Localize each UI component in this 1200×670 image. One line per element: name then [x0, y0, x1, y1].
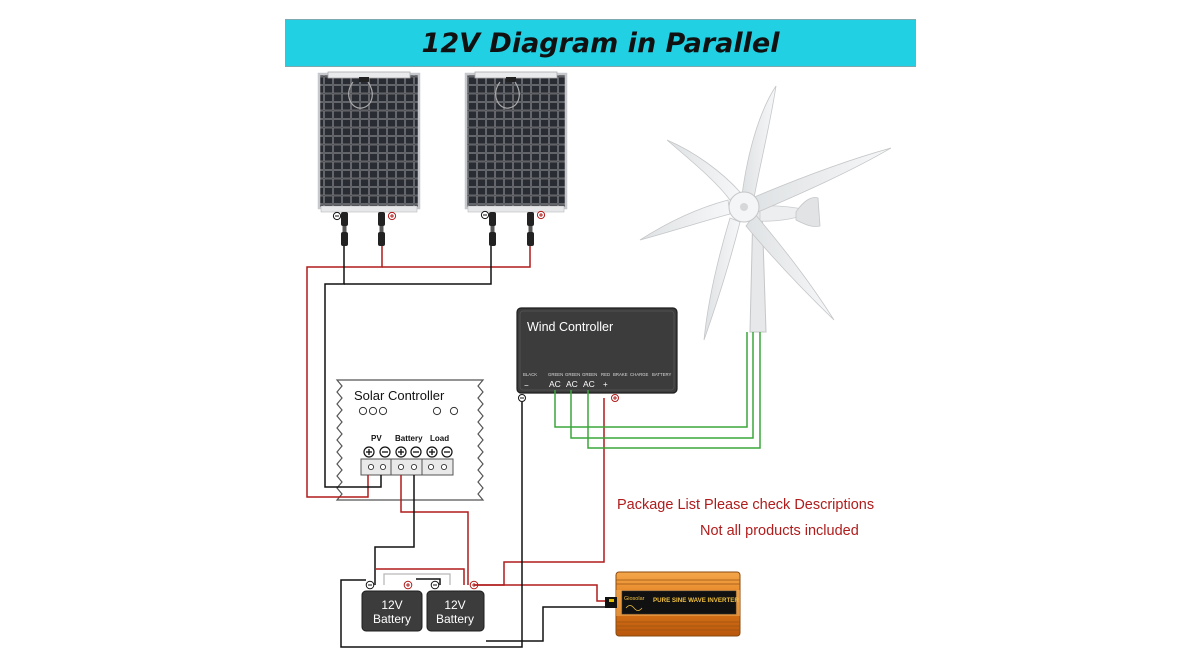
solar-panel-2	[464, 71, 568, 220]
wires-red	[306, 246, 605, 602]
diagram-title: 12V Diagram in Parallel	[421, 27, 780, 59]
terminal-label: BLACK	[523, 372, 537, 377]
terminal-label: RED	[601, 372, 610, 377]
wind-controller-label: Wind Controller	[527, 320, 613, 334]
solar-controller-label: Solar Controller	[354, 388, 445, 403]
load-group-label: Load	[430, 434, 449, 443]
wind-turbine	[639, 85, 892, 341]
pv-group-label: PV	[371, 434, 382, 443]
terminal-label: GREEN	[548, 372, 563, 377]
inverter-brand: Giosolar	[624, 596, 645, 602]
panel-2-connectors	[489, 212, 534, 246]
battery-1-label: Battery	[373, 612, 411, 626]
battery-1: 12V Battery	[361, 590, 423, 632]
battery-link-gray	[383, 573, 451, 585]
terminal-label: BATTERY	[652, 372, 672, 377]
wires-black	[324, 246, 605, 648]
title-banner: 12V Diagram in Parallel	[285, 19, 916, 67]
battery-1-voltage: 12V	[381, 598, 402, 612]
wind-controller: Wind Controller BLACK GREEN GREEN GREEN …	[516, 307, 678, 394]
battery-2-label: Battery	[436, 612, 474, 626]
ac-label: AC	[566, 379, 578, 389]
battery-2-voltage: 12V	[444, 598, 465, 612]
terminal-label: GREEN	[565, 372, 580, 377]
terminal-label: CHARGE	[630, 372, 649, 377]
products-note: Not all products included	[700, 523, 859, 539]
battery-terminal-marks	[365, 580, 479, 590]
battery-group-label: Battery	[395, 434, 423, 443]
solar-controller: Solar Controller PV Battery Load	[335, 379, 485, 501]
terminal-label: BRAKE	[613, 372, 628, 377]
wind-plus-label: +	[603, 380, 608, 389]
solar-panel-1	[317, 71, 421, 221]
ac-label: AC	[549, 379, 561, 389]
wind-minus-label: −	[524, 381, 529, 390]
ac-label: AC	[583, 379, 595, 389]
panel-1-connectors	[341, 212, 385, 246]
battery-2: 12V Battery	[426, 590, 485, 632]
inverter-label: PURE SINE WAVE INVERTER	[653, 597, 739, 604]
inverter: Giosolar PURE SINE WAVE INVERTER	[605, 571, 741, 637]
terminal-label: GREEN	[582, 372, 597, 377]
wind-controller-terminal-marks	[518, 394, 619, 402]
package-note: Package List Please check Descriptions	[617, 497, 875, 513]
wires-green	[554, 332, 761, 449]
